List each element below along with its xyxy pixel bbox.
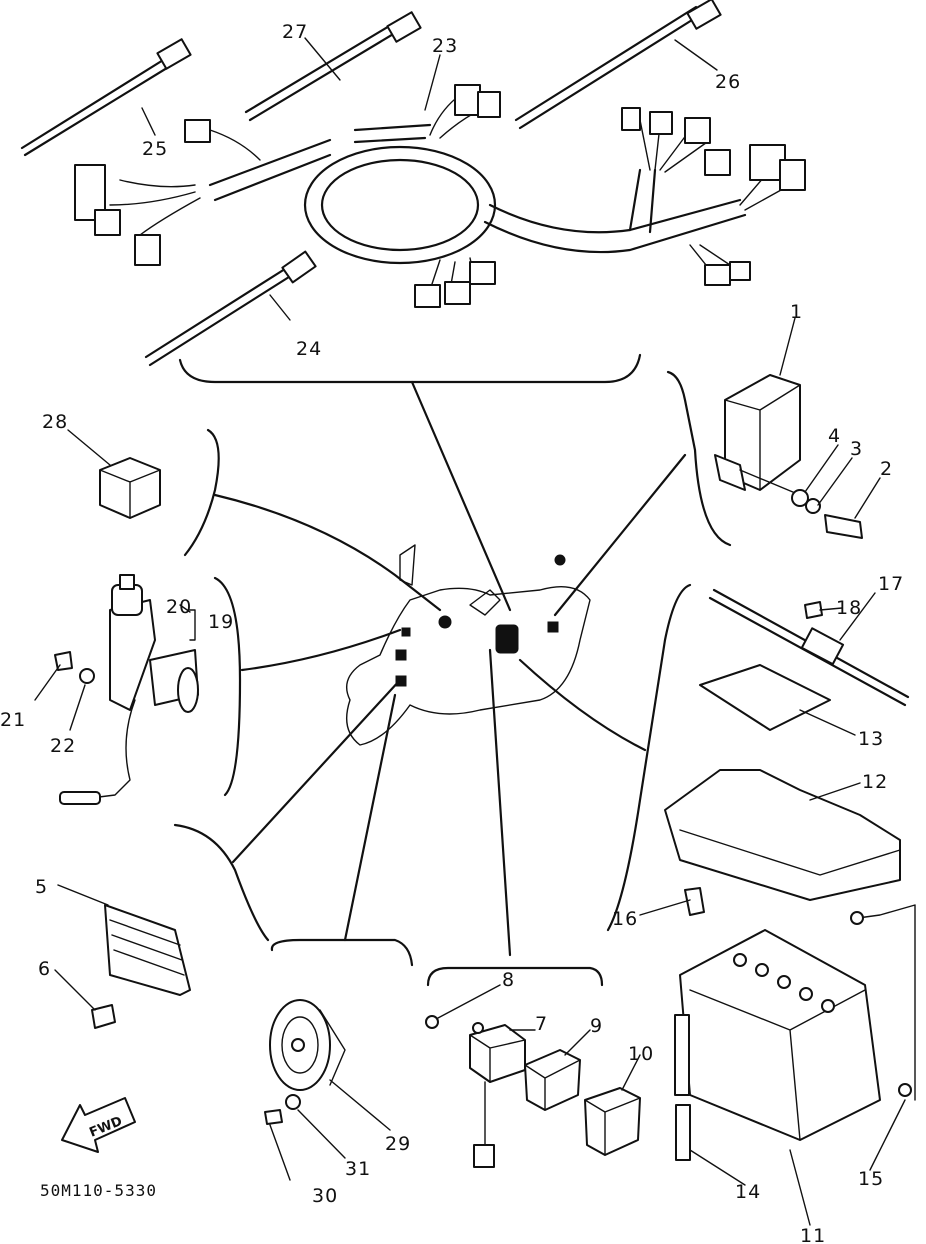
callout-3: 3	[850, 438, 863, 460]
callout-6: 6	[38, 958, 51, 980]
callout-21: 21	[0, 709, 26, 731]
callout-22: 22	[50, 735, 76, 757]
callout-23: 23	[432, 35, 458, 57]
callout-30: 30	[312, 1185, 338, 1207]
horn	[264, 693, 414, 1125]
callout-31: 31	[345, 1158, 371, 1180]
callout-9: 9	[590, 1015, 603, 1037]
battery-group	[518, 583, 916, 1161]
callout-14: 14	[735, 1181, 761, 1203]
battery-terminals	[733, 953, 835, 1013]
callout-7: 7	[535, 1013, 548, 1035]
callout-16: 16	[612, 908, 638, 930]
callout-24: 24	[296, 338, 322, 360]
callout-numbers: 1 2 3 4 5 6 7 8 9 10 11 12 13 14 15 16 1…	[0, 21, 904, 1244]
callout-15: 15	[858, 1168, 884, 1190]
callout-4: 4	[828, 425, 841, 447]
callout-2: 2	[880, 458, 893, 480]
callout-17: 17	[878, 573, 904, 595]
callout-5: 5	[35, 876, 48, 898]
callout-13: 13	[858, 728, 884, 750]
relays-group	[425, 648, 641, 1168]
rectifier-regulator	[91, 678, 402, 1029]
callout-27: 27	[282, 21, 308, 43]
cable-ties	[20, 0, 722, 367]
leader-lines	[34, 37, 906, 1226]
drawing-code: 50M110-5330	[40, 1181, 157, 1200]
main-switch	[54, 574, 402, 805]
motorcycle-silhouette	[346, 544, 591, 746]
callout-26: 26	[715, 71, 741, 93]
callout-19: 19	[208, 611, 234, 633]
callout-28: 28	[42, 411, 68, 433]
callout-25: 25	[142, 138, 168, 160]
callout-18: 18	[836, 597, 862, 619]
relay-28	[99, 428, 442, 612]
callout-29: 29	[385, 1133, 411, 1155]
callout-12: 12	[862, 771, 888, 793]
callout-1: 1	[790, 301, 803, 323]
callout-10: 10	[628, 1043, 654, 1065]
callout-20: 20	[166, 596, 192, 618]
cdi-unit	[553, 370, 863, 617]
callout-11: 11	[800, 1225, 826, 1244]
wire-harness	[74, 84, 806, 308]
callout-8: 8	[502, 969, 515, 991]
fwd-arrow-icon: FWD	[61, 1097, 136, 1153]
